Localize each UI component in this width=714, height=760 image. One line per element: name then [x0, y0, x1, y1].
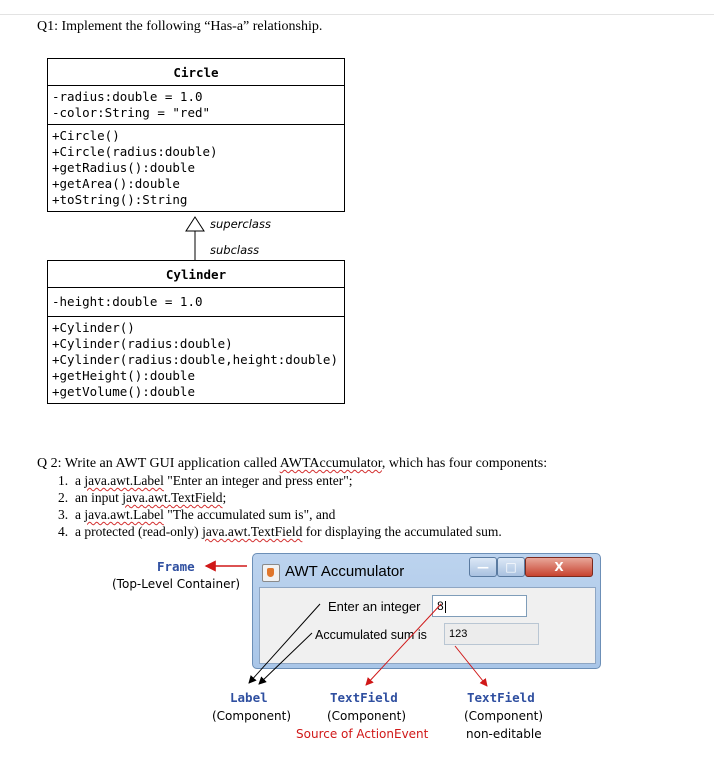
cylinder-attributes: -height:double = 1.0	[48, 287, 344, 316]
minimize-button[interactable]: —	[469, 557, 497, 577]
cylinder-method: +Cylinder(radius:double)	[52, 336, 233, 351]
list-item: 3. a java.awt.Label "The accumulated sum …	[58, 506, 502, 523]
minimize-icon: —	[477, 560, 489, 574]
frame-desc: (Top-Level Container)	[112, 577, 241, 591]
list-code: java.awt.TextField	[122, 490, 223, 505]
maximize-button[interactable]: □	[497, 557, 525, 577]
integer-input-field[interactable]: 8	[432, 595, 527, 617]
q2-intro-prefix: Q 2: Write an AWT GUI application called	[37, 456, 280, 471]
list-text: "The accumulated sum is", and	[163, 507, 336, 522]
list-item: 4. a protected (read-only) java.awt.TextF…	[58, 523, 502, 540]
enter-integer-label: Enter an integer	[328, 599, 421, 614]
cylinder-method: +Cylinder()	[52, 320, 135, 335]
textfield-output-annotation: TextField	[467, 690, 535, 705]
list-text: for displaying the accumulated sum.	[302, 524, 502, 539]
cylinder-attribute: -height:double = 1.0	[52, 294, 203, 309]
q2-heading: Q 2: Write an AWT GUI application called…	[37, 456, 547, 472]
circle-attribute: -color:String = "red"	[52, 105, 211, 120]
list-text: an input	[75, 490, 123, 505]
cylinder-method: +getVolume():double	[52, 384, 195, 399]
textfield-output-desc: (Component)	[464, 709, 544, 723]
circle-method: +getArea():double	[52, 176, 180, 191]
q2-intro-suffix: , which has four components:	[381, 456, 548, 471]
close-icon: X	[554, 560, 564, 574]
list-code: java.awt.Label	[84, 507, 164, 522]
list-code: java.awt.Label	[84, 473, 164, 488]
cylinder-class-box: Cylinder -height:double = 1.0 +Cylinder(…	[47, 260, 345, 404]
accumulated-sum-field[interactable]: 123	[444, 623, 539, 645]
window-content: Enter an integer 8 Accumulated sum is 12…	[259, 587, 596, 664]
list-text: a protected (read-only)	[75, 524, 203, 539]
q2-app-name: AWTAccumulator	[279, 456, 382, 471]
list-text: "Enter an integer and press enter";	[163, 473, 353, 488]
text-cursor	[444, 600, 446, 613]
list-number: 2.	[58, 490, 69, 505]
textfield-input-note: Source of ActionEvent	[296, 727, 429, 741]
frame-annotation: Frame	[157, 559, 195, 574]
textfield-input-arrow	[365, 603, 442, 686]
label-arrow-1	[248, 603, 321, 684]
q2-component-list: 1. a java.awt.Label "Enter an integer and…	[58, 472, 502, 540]
circle-methods: +Circle() +Circle(radius:double) +getRad…	[48, 124, 344, 211]
accumulated-sum-label: Accumulated sum is	[315, 628, 427, 642]
list-item: 1. a java.awt.Label "Enter an integer and…	[58, 472, 502, 489]
list-number: 1.	[58, 473, 69, 488]
list-text: a	[75, 473, 85, 488]
circle-method: +Circle()	[52, 128, 120, 143]
java-app-icon	[262, 564, 280, 582]
cylinder-methods: +Cylinder() +Cylinder(radius:double) +Cy…	[48, 316, 344, 403]
circle-class-name: Circle	[173, 65, 219, 80]
list-text: ;	[222, 490, 227, 505]
list-code: java.awt.TextField	[202, 524, 303, 539]
circle-attributes: -radius:double = 1.0 -color:String = "re…	[48, 85, 344, 124]
inheritance-arrow	[185, 216, 205, 260]
textfield-output-arrow	[454, 645, 488, 687]
integer-input-value: 8	[437, 599, 444, 613]
circle-method: +Circle(radius:double)	[52, 144, 218, 159]
q1-heading: Q1: Implement the following “Has-a” rela…	[37, 19, 323, 34]
circle-attribute: -radius:double = 1.0	[52, 89, 203, 104]
awt-accumulator-window: AWT Accumulator — □ X Enter an integer 8…	[252, 553, 601, 669]
list-text: a	[75, 507, 85, 522]
subclass-label: subclass	[210, 243, 260, 257]
close-button[interactable]: X	[525, 557, 593, 577]
textfield-input-annotation: TextField	[330, 690, 398, 705]
circle-class-box: Circle -radius:double = 1.0 -color:Strin…	[47, 58, 345, 212]
label-desc: (Component)	[212, 709, 292, 723]
circle-method: +toString():String	[52, 192, 188, 207]
list-number: 3.	[58, 507, 69, 522]
list-number: 4.	[58, 524, 69, 539]
textfield-input-desc: (Component)	[327, 709, 407, 723]
cylinder-method: +getHeight():double	[52, 368, 195, 383]
cylinder-method: +Cylinder(radius:double,height:double)	[52, 352, 338, 367]
superclass-label: superclass	[210, 217, 271, 231]
cylinder-class-name: Cylinder	[165, 267, 227, 282]
window-title: AWT Accumulator	[285, 563, 405, 580]
top-divider	[0, 14, 714, 15]
maximize-icon: □	[505, 560, 517, 574]
textfield-output-note: non-editable	[466, 727, 542, 741]
label-annotation: Label	[230, 690, 268, 705]
circle-method: +getRadius():double	[52, 160, 195, 175]
label-arrow-2	[258, 632, 313, 685]
list-item: 2. an input java.awt.TextField;	[58, 489, 502, 506]
